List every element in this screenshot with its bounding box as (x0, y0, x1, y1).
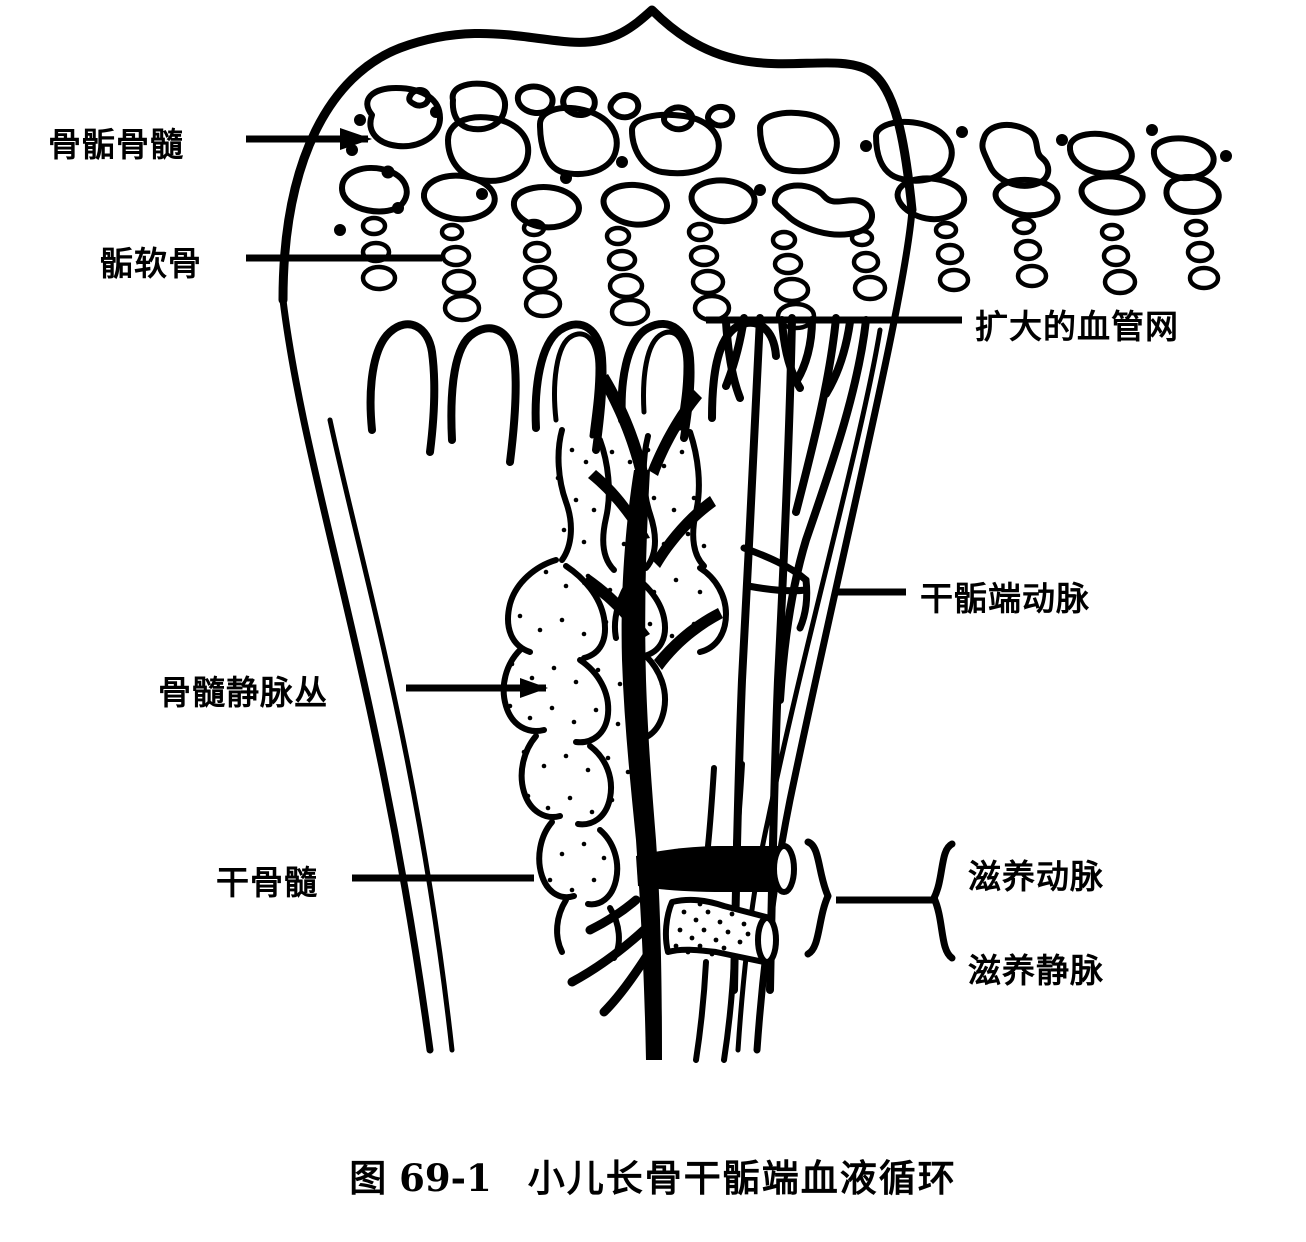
bone-left-cortex-inner (327, 417, 455, 1053)
metaphyseal-vascular-loops (366, 318, 780, 466)
figure-caption: 图 69-1 小儿长骨干骺端血液循环 (0, 1148, 1306, 1202)
label-epiphyseal-marrow: 骨骺骨髓 (48, 125, 184, 164)
label-metaphyseal-artery: 干骺端动脉 (920, 579, 1090, 618)
bone-outline (278, 5, 917, 305)
metaphyseal-artery-anastomosis (740, 544, 811, 632)
cortical-perforating-lines (693, 761, 745, 1063)
metaphyseal-capillary-loops (552, 329, 689, 439)
label-nutrient-vein: 滋养静脉 (968, 951, 1104, 990)
figure-caption-number: 图 69-1 (349, 1156, 492, 1200)
bone-left-cortex-outer (279, 296, 434, 1054)
leader-arrowhead-venous-plexus (520, 678, 548, 698)
label-nutrient-artery: 滋养动脉 (968, 857, 1104, 896)
nutrient-vein-trunk-branches (567, 895, 653, 1017)
nutrient-vessels-group-brace (804, 838, 832, 958)
label-marrow-venous-plexus: 骨髓静脉丛 (158, 673, 328, 712)
nutrient-artery-tube (636, 843, 797, 895)
figure-caption-title: 小儿长骨干骺端血液循环 (527, 1156, 957, 1200)
nutrient-vessel-trunk (582, 374, 723, 1060)
nutrient-labels-split-brace (930, 840, 956, 962)
label-diaphyseal-marrow: 干骨髓 (216, 863, 318, 902)
leader-arrowhead-epiphyseal-marrow (340, 128, 372, 150)
epiphyseal-marrow-trabeculae (334, 80, 1232, 238)
label-enlarged-vascular-network: 扩大的血管网 (975, 307, 1179, 346)
epiphyseal-cartilage-cell-columns (360, 215, 1221, 331)
bone-right-cortex-inner (735, 327, 883, 1053)
nutrient-vein-tube (662, 896, 779, 965)
label-epiphyseal-cartilage: 骺软骨 (100, 244, 202, 283)
